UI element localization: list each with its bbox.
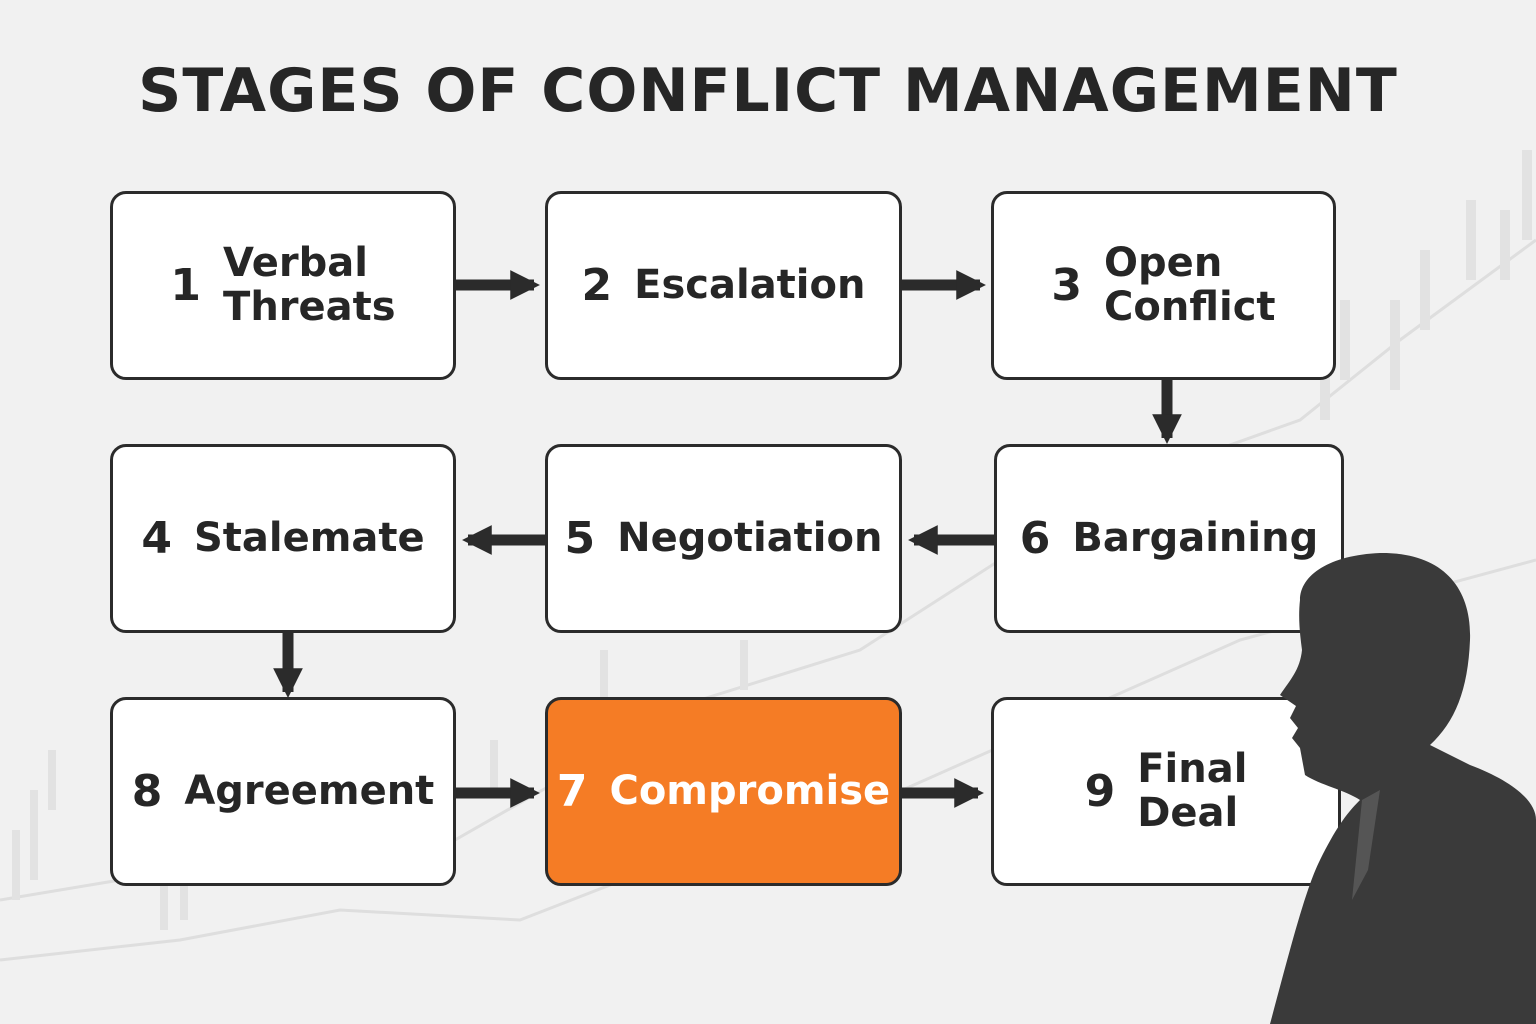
stage-label-9: Final Deal bbox=[1137, 746, 1248, 836]
stage-number-4: 4 bbox=[141, 512, 172, 564]
stage-box-9: 9 Final Deal bbox=[991, 697, 1341, 886]
stage-label-8: Agreement bbox=[184, 767, 435, 814]
stage-number-8: 8 bbox=[131, 765, 163, 817]
stage-box-6: 6 Bargaining bbox=[994, 444, 1344, 633]
diagram-title: STAGES OF CONFLICT MANAGEMENT bbox=[138, 56, 1398, 126]
stage-box-2: 2 Escalation bbox=[545, 191, 902, 380]
stage-number-7: 7 bbox=[556, 765, 588, 817]
stage-label-3: Open Conflict bbox=[1104, 240, 1276, 330]
stage-label-5: Negotiation bbox=[617, 514, 883, 561]
stage-number-6: 6 bbox=[1019, 512, 1051, 564]
stage-box-8: 8 Agreement bbox=[110, 697, 456, 886]
stage-box-5: 5 Negotiation bbox=[545, 444, 902, 633]
stage-label-1: Verbal Threats bbox=[223, 240, 396, 330]
stage-label-7: Compromise bbox=[609, 767, 891, 814]
stage-number-1: 1 bbox=[170, 259, 202, 311]
stage-box-4: 4 Stalemate bbox=[110, 444, 456, 633]
stage-label-4: Stalemate bbox=[193, 514, 425, 561]
stage-number-3: 3 bbox=[1051, 259, 1083, 311]
stage-box-1: 1 Verbal Threats bbox=[110, 191, 456, 380]
stage-number-5: 5 bbox=[564, 512, 596, 564]
stage-box-3: 3 Open Conflict bbox=[991, 191, 1336, 380]
stage-label-6: Bargaining bbox=[1072, 514, 1319, 561]
stage-label-2: Escalation bbox=[634, 261, 866, 308]
stage-number-9: 9 bbox=[1084, 765, 1116, 817]
stage-box-7: 7 Compromise bbox=[545, 697, 902, 886]
stage-number-2: 2 bbox=[581, 259, 613, 311]
